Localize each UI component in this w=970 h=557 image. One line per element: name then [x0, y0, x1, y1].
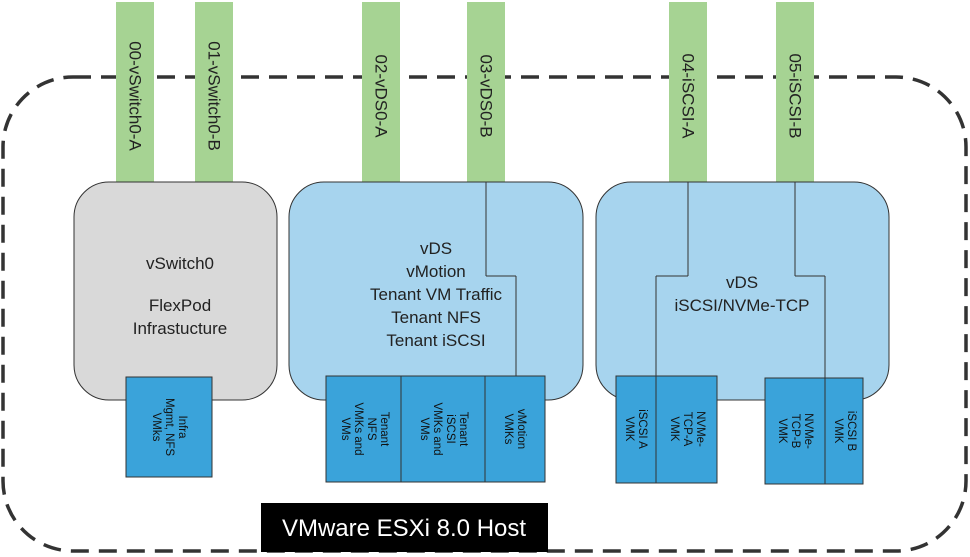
host-label-bg — [261, 503, 548, 552]
vmk-box-nvme-tcp-a-line-2: TCP-A — [681, 412, 693, 447]
vmk-box-tenant-iscsi-line-2: iSCSI — [444, 414, 456, 443]
uplink-00-label: 00-vSwitch0-A — [126, 41, 145, 151]
vmk-box-tenant-iscsi-line-1: Tenant — [457, 412, 469, 447]
switch-vswitch0: vSwitch0 FlexPod Infrastucture — [73, 181, 278, 401]
vmk-box-nvme-tcp-b: NVMe- TCP-B VMK — [764, 377, 826, 485]
vmk-box-infra-line-1: Infra — [176, 415, 188, 439]
uplink-05-bar — [776, 2, 814, 184]
switch-vswitch0-line-4: Infrastucture — [133, 319, 228, 338]
switch-vswitch0-body — [73, 181, 278, 401]
uplink-03-label: 03-vDS0-B — [477, 54, 496, 137]
uplink-00-bar — [116, 2, 154, 184]
vmk-box-tenant-iscsi-line-4: VMs — [418, 418, 430, 441]
vmk-box-iscsi-b-line-1: iSCSI B — [845, 411, 857, 452]
switch-vds-iscsi: vDS iSCSI/NVMe-TCP — [595, 181, 890, 401]
vmk-box-nvme-tcp-b-line-3: VMK — [776, 419, 788, 444]
vmk-box-vmotion: vMotion VMKs — [484, 375, 546, 483]
uplink-04: 04-iSCSI-A — [669, 2, 707, 184]
uplink-03-bar — [467, 2, 505, 184]
switch-vds-iscsi-line-2: iSCSI/NVMe-TCP — [674, 296, 809, 315]
vmk-box-vmotion-line-2: VMKs — [502, 414, 514, 445]
vmk-box-iscsi-b-rect — [824, 377, 864, 485]
vmk-box-tenant-nfs-line-4: VMs — [339, 418, 351, 441]
host-label: VMware ESXi 8.0 Host — [261, 503, 548, 552]
vmk-box-iscsi-a-line-2: VMK — [623, 417, 635, 442]
vmk-box-nvme-tcp-b-line-2: TCP-B — [789, 414, 801, 449]
vmk-box-infra-line-3: VMks — [150, 413, 162, 442]
vmk-box-nvme-tcp-a-rect — [655, 375, 718, 484]
vmk-box-nvme-tcp-b-line-1: NVMe- — [802, 413, 814, 449]
uplink-03: 03-vDS0-B — [467, 2, 505, 184]
uplink-04-bar — [669, 2, 707, 184]
switch-vswitch0-line-1: vSwitch0 — [146, 254, 214, 273]
switch-vds0-line-4: Tenant NFS — [391, 308, 481, 327]
switch-vds-iscsi-line-1: vDS — [726, 273, 758, 292]
vmk-box-iscsi-b: iSCSI B VMK — [824, 377, 864, 485]
vmk-box-infra-line-2: Mgmt, NFS — [163, 398, 175, 456]
switch-vds0-line-2: vMotion — [406, 262, 466, 281]
vmk-box-tenant-nfs-line-1: Tenant — [378, 412, 390, 447]
uplink-02: 02-vDS0-A — [362, 2, 400, 184]
vmk-box-tenant-nfs-rect — [325, 375, 402, 483]
uplink-01-bar — [195, 2, 233, 184]
vmk-box-tenant-iscsi-line-3: VMKs and — [431, 402, 443, 455]
host-boundary — [1, 75, 968, 553]
vmk-box-vmotion-line-1: vMotion — [515, 409, 527, 449]
vmk-layer: Infra Mgmt, NFS VMks Tenant NFS VMKs and… — [125, 375, 864, 485]
uplink-04-label: 04-iSCSI-A — [679, 53, 698, 139]
vmk-box-tenant-iscsi: Tenant iSCSI VMKs and VMs — [400, 375, 486, 483]
vmk-box-infra: Infra Mgmt, NFS VMks — [125, 376, 213, 478]
vmk-box-iscsi-a-line-1: iSCSI A — [636, 409, 648, 449]
uplink-05-label: 05-iSCSI-B — [786, 53, 805, 138]
switch-vds0-line-1: vDS — [420, 239, 452, 258]
switch-vds0-line-5: Tenant iSCSI — [386, 331, 485, 350]
uplink-layer: 00-vSwitch0-A 01-vSwitch0-B 02-vDS0-A 03… — [116, 2, 814, 184]
switch-vds0: vDS vMotion Tenant VM Traffic Tenant NFS… — [288, 181, 584, 401]
vmk-box-iscsi-a-rect — [615, 375, 657, 484]
switch-vds-iscsi-body — [595, 181, 890, 401]
uplink-00: 00-vSwitch0-A — [116, 2, 154, 184]
vmk-box-infra-rect — [125, 376, 213, 478]
host-label-text: VMware ESXi 8.0 Host — [282, 515, 526, 542]
vmk-box-iscsi-a: iSCSI A VMK — [615, 375, 657, 484]
uplink-05: 05-iSCSI-B — [776, 2, 814, 184]
vmk-box-iscsi-b-line-2: VMK — [832, 419, 844, 444]
vmk-box-tenant-nfs-line-3: VMKs and — [352, 402, 364, 455]
vmk-box-nvme-tcp-a-line-3: VMK — [668, 417, 680, 442]
vmk-box-tenant-nfs-line-2: NFS — [365, 418, 377, 441]
vmk-box-nvme-tcp-a: NVMe- TCP-A VMK — [655, 375, 718, 484]
vmk-box-nvme-tcp-b-rect — [764, 377, 826, 485]
vmk-box-vmotion-rect — [484, 375, 546, 483]
uplink-02-label: 02-vDS0-A — [372, 54, 391, 138]
switch-vswitch0-line-3: FlexPod — [149, 296, 211, 315]
uplink-02-bar — [362, 2, 400, 184]
uplink-01: 01-vSwitch0-B — [195, 2, 233, 184]
uplink-01-label: 01-vSwitch0-B — [205, 41, 224, 151]
vmk-box-tenant-nfs: Tenant NFS VMKs and VMs — [325, 375, 402, 483]
vmk-box-nvme-tcp-a-line-1: NVMe- — [694, 411, 706, 447]
switch-vds0-line-3: Tenant VM Traffic — [370, 285, 502, 304]
vmk-box-tenant-iscsi-rect — [400, 375, 486, 483]
